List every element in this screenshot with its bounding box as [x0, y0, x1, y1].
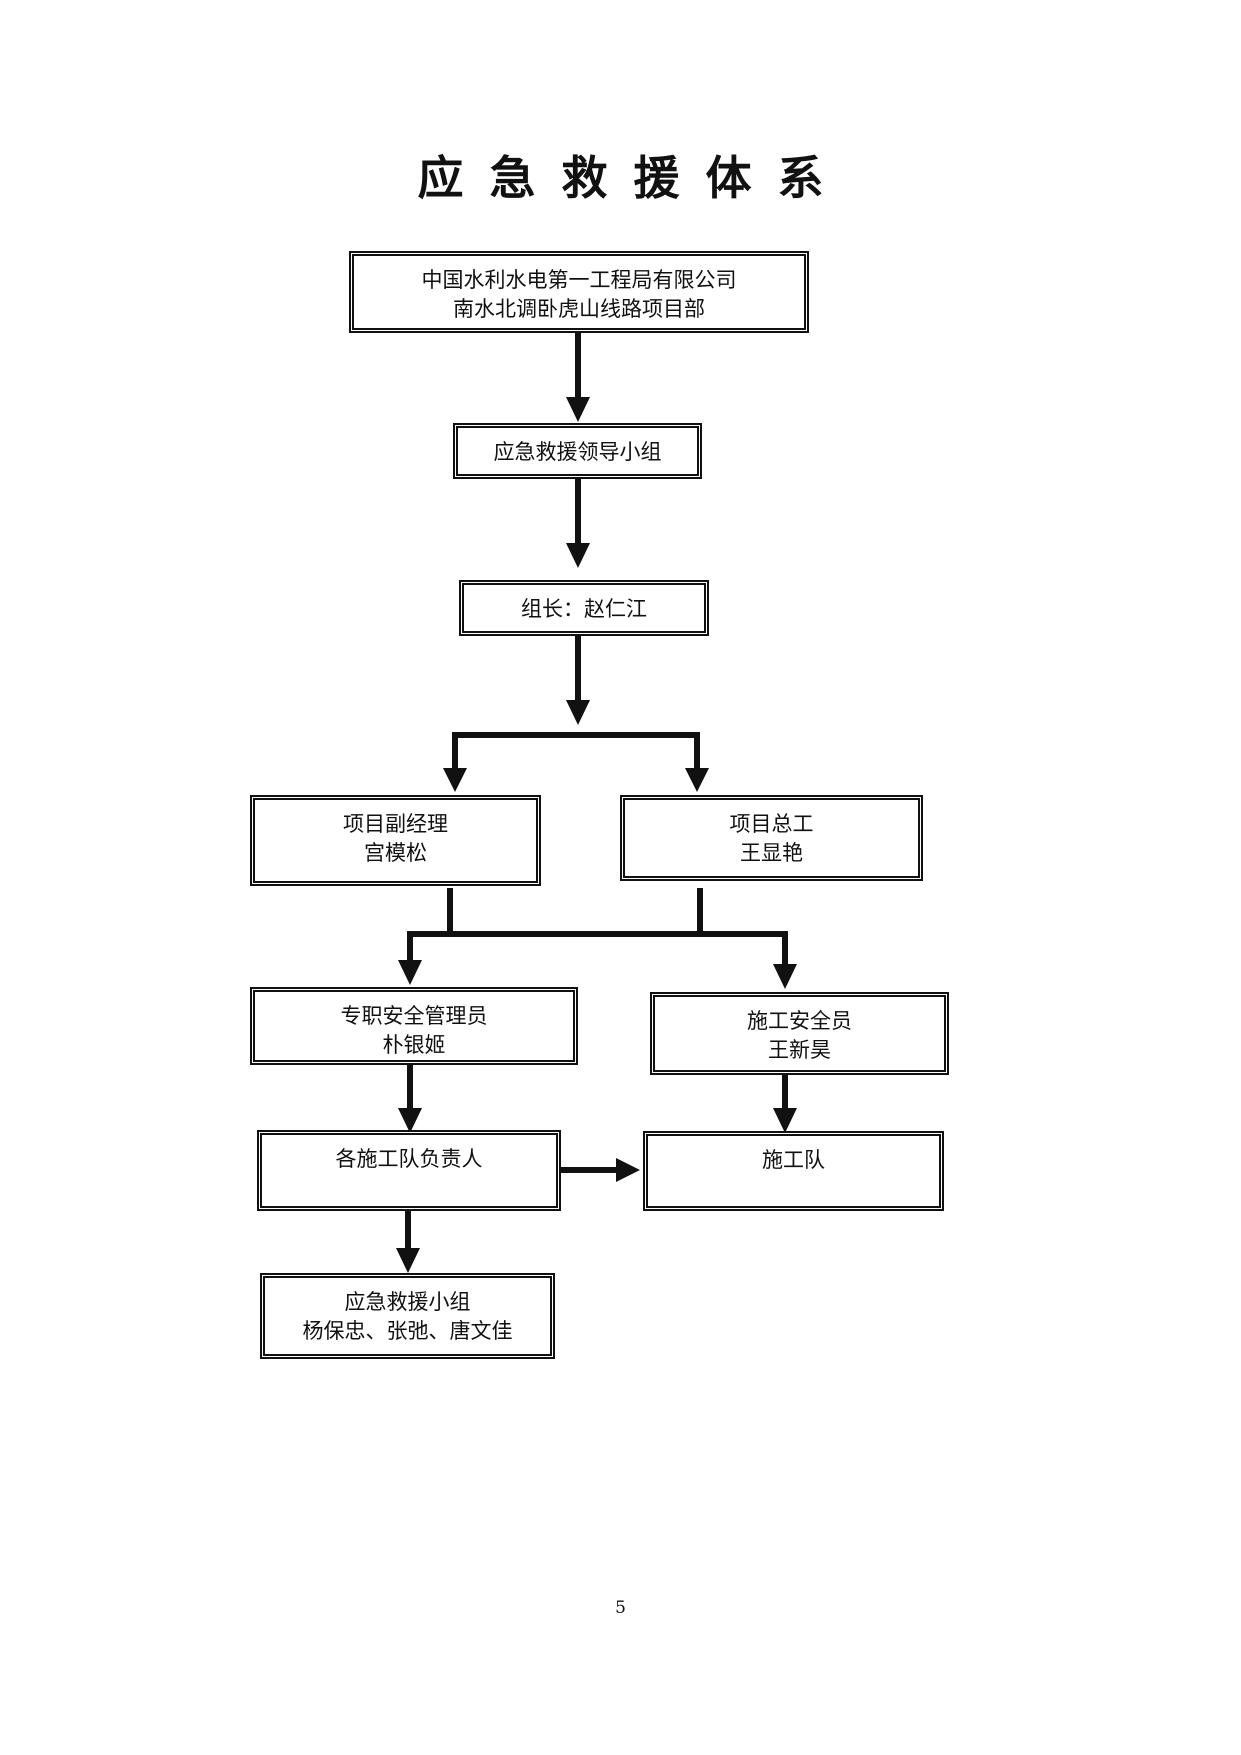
team-leaders-label: 各施工队负责人: [335, 1147, 483, 1171]
safety-manager-box: 专职安全管理员 朴银姬: [250, 987, 578, 1065]
deputy-manager-box: 项目副经理 宫模松: [250, 795, 541, 886]
chief-engineer-title: 项目总工: [729, 812, 814, 836]
arrowhead: [773, 1108, 797, 1133]
team-leaders-box: 各施工队负责人: [257, 1130, 561, 1211]
rescue-team-box: 应急救援小组 杨保忠、张弛、唐文佳: [260, 1273, 555, 1359]
arrowhead: [443, 768, 467, 792]
page-title: 应急救援体系: [417, 151, 850, 205]
leading-group-label: 应急救援领导小组: [493, 440, 662, 464]
construction-safety-title: 施工安全员: [747, 1009, 852, 1033]
arrowhead: [566, 700, 590, 725]
page-number: 5: [615, 1598, 626, 1618]
construction-team-box: 施工队: [643, 1131, 944, 1211]
arrowhead: [398, 1108, 422, 1133]
safety-manager-name: 朴银姬: [382, 1033, 446, 1057]
project-department: 南水北调卧虎山线路项目部: [453, 297, 705, 321]
construction-safety-name: 王新昊: [768, 1038, 831, 1062]
arrowhead: [685, 768, 709, 792]
arrowhead: [616, 1158, 640, 1182]
arrowhead: [773, 964, 797, 989]
construction-team-label: 施工队: [762, 1148, 825, 1172]
rescue-team-members: 杨保忠、张弛、唐文佳: [302, 1319, 513, 1343]
chief-engineer-name: 王显艳: [740, 841, 803, 865]
arrowhead: [398, 960, 422, 985]
arrowhead: [566, 543, 590, 568]
deputy-manager-title: 项目副经理: [343, 812, 448, 836]
safety-manager-title: 专职安全管理员: [340, 1004, 488, 1028]
leader-label: 组长：赵仁江: [521, 597, 647, 621]
arrowhead: [566, 397, 590, 422]
rescue-team-title: 应急救援小组: [344, 1290, 471, 1314]
chief-engineer-box: 项目总工 王显艳: [620, 795, 923, 881]
arrowhead: [396, 1248, 420, 1273]
deputy-manager-name: 宫模松: [364, 841, 427, 865]
leader-box: 组长：赵仁江: [459, 580, 709, 636]
company-box: 中国水利水电第一工程局有限公司 南水北调卧虎山线路项目部: [349, 251, 809, 333]
leading-group-box: 应急救援领导小组: [453, 423, 702, 479]
company-name: 中国水利水电第一工程局有限公司: [421, 268, 737, 292]
construction-safety-box: 施工安全员 王新昊: [650, 992, 949, 1075]
